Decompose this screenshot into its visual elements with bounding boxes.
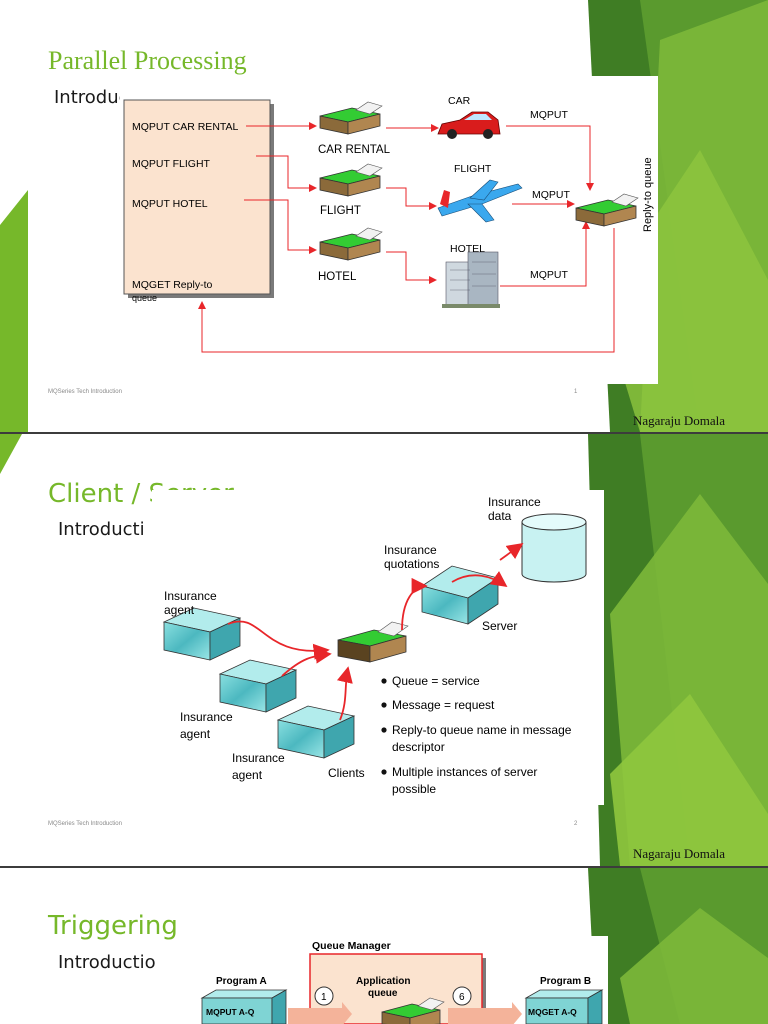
step-6-circle	[452, 986, 472, 1006]
step-6-number: 6	[459, 992, 465, 1003]
program-b-cube	[524, 989, 604, 1024]
mqput-car-rental-label: MQPUT CAR RENTAL	[132, 121, 239, 133]
agent-2-label: Insurance	[180, 710, 233, 724]
slide-author: Nagaraju Domala	[633, 413, 726, 428]
queue-flight-icon	[319, 163, 383, 197]
insurance-data-label-2: data	[488, 509, 512, 523]
bullet-dot	[381, 702, 387, 708]
agent-1-label: Insurance	[164, 589, 217, 603]
insurance-quotations-label-2: quotations	[384, 557, 439, 571]
slide-separator	[0, 432, 768, 434]
queue-hotel-label: HOTEL	[318, 271, 357, 283]
mqput-hotel-label: MQPUT	[530, 269, 569, 281]
hotel-label: HOTEL	[450, 243, 485, 255]
clients-label: Clients	[328, 766, 365, 780]
mqget-reply-label: MQGET Reply-to	[132, 279, 212, 291]
step-6-arrow	[448, 1002, 522, 1024]
application-queue-icon	[381, 997, 445, 1024]
mqput-flight-label: MQPUT FLIGHT	[132, 158, 211, 170]
agent-3-label: Insurance	[232, 751, 285, 765]
insurance-agent-cube-1	[162, 607, 242, 661]
agent-3-label-2: agent	[232, 768, 263, 782]
bullet-multiple-instances-2: possible	[392, 782, 436, 796]
application-box	[123, 99, 271, 295]
queue-hotel-icon	[319, 227, 383, 261]
server-label: Server	[482, 619, 517, 633]
car-label: CAR	[448, 95, 471, 107]
slide-title: Parallel Processing	[48, 46, 247, 75]
step-1-number: 1	[321, 992, 327, 1003]
slide-footer: MQSeries Tech Introduction	[48, 389, 122, 395]
agent-2-label-2: agent	[180, 727, 211, 741]
slide-subtitle: Introduc	[54, 87, 129, 108]
server-cube-icon	[421, 565, 499, 625]
slide-subtitle: Introductio	[58, 952, 156, 973]
airplane-icon	[437, 179, 523, 223]
slide-separator	[0, 866, 768, 868]
car-icon	[437, 111, 501, 139]
insurance-agent-cube-3	[276, 705, 356, 759]
slide-title: Triggering	[48, 911, 178, 941]
program-a-cube	[200, 989, 288, 1024]
slide-page-number: 1	[574, 389, 578, 395]
bullet-reply-to: Reply-to queue name in message	[392, 723, 572, 737]
application-queue-label-2: queue	[368, 988, 398, 999]
queue-car-rental-label: CAR RENTAL	[318, 144, 391, 156]
flight-label: FLIGHT	[454, 163, 492, 175]
mqput-flight-label: MQPUT	[532, 189, 571, 201]
reply-to-queue-label: Reply-to queue	[642, 157, 654, 232]
slide-background-decoration	[588, 868, 768, 1024]
service-queue-icon	[337, 621, 409, 663]
bullet-dot	[381, 769, 387, 775]
triggering-diagram: Queue Manager Program A MQPUT A-Q 1 Appl…	[196, 936, 608, 1024]
bullet-dot	[381, 727, 387, 733]
slide-parallel-processing: Parallel Processing Introduc MQPUT CAR R…	[0, 0, 768, 432]
program-b-command: MQGET A-Q	[528, 1007, 577, 1017]
queue-flight-label: FLIGHT	[320, 205, 361, 217]
slide-triggering: Triggering Introductio Queue Manager Pro…	[0, 868, 768, 1024]
insurance-database-icon	[521, 513, 587, 583]
slide-footer: MQSeries Tech Introduction	[48, 821, 122, 827]
program-a-label: Program A	[216, 976, 267, 987]
slide-background-decoration	[0, 434, 768, 866]
slide-author: Nagaraju Domala	[633, 846, 726, 861]
slide-client-server: Client / Server Introducti Insurance dat…	[0, 434, 768, 866]
client-server-diagram: Insurance data Insurance quotations Serv…	[152, 490, 604, 805]
hotel-building-icon	[442, 251, 500, 308]
bullet-queue-service: Queue = service	[392, 674, 480, 688]
queue-manager-label: Queue Manager	[312, 940, 391, 952]
insurance-quotations-label: Insurance	[384, 543, 437, 557]
parallel-processing-diagram: MQPUT CAR RENTAL MQPUT FLIGHT MQPUT HOTE…	[120, 76, 658, 384]
program-a-command: MQPUT A-Q	[206, 1007, 255, 1017]
mqput-hotel-label: MQPUT HOTEL	[132, 198, 208, 210]
bullet-reply-to-2: descriptor	[392, 740, 445, 754]
bullet-message-request: Message = request	[392, 698, 495, 712]
bullet-dot	[381, 678, 387, 684]
program-b-label: Program B	[540, 976, 591, 987]
reply-to-queue-icon	[575, 193, 639, 227]
slide-subtitle: Introducti	[58, 519, 145, 540]
mqput-car-label: MQPUT	[530, 109, 569, 121]
queue-car-rental-icon	[319, 101, 383, 135]
step-1-circle	[314, 986, 334, 1006]
step-1-arrow	[288, 1002, 352, 1024]
insurance-data-label: Insurance	[488, 495, 541, 509]
bullet-multiple-instances: Multiple instances of server	[392, 765, 537, 779]
mqget-reply-label-2: queue	[132, 293, 157, 303]
slide-page-number: 2	[574, 821, 578, 827]
application-queue-label: Application	[356, 976, 410, 987]
agent-1-label-2: agent	[164, 603, 195, 617]
insurance-agent-cube-2	[218, 659, 298, 713]
